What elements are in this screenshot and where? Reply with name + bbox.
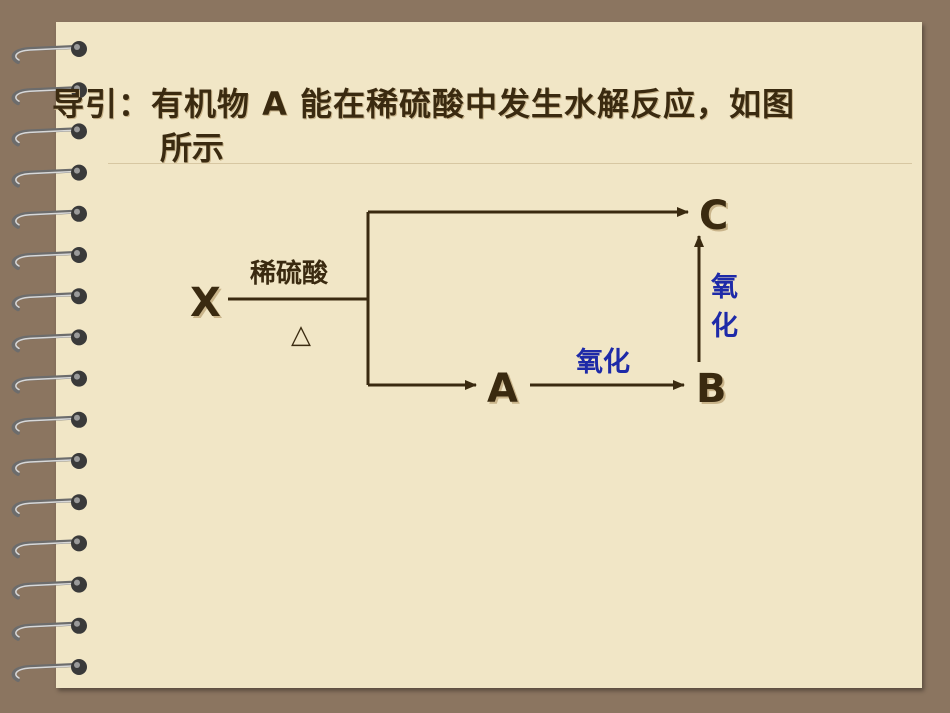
page-title: 导引：有机物 A 能在稀硫酸中发生水解反应，如图 所示 — [52, 82, 882, 170]
node-c-shadow: C — [701, 195, 730, 241]
oxidation-label-bc-top: 氧 — [710, 272, 738, 303]
binding-ring — [11, 329, 87, 353]
binding-ring — [11, 494, 87, 518]
title-line-2: 所示 — [160, 129, 225, 167]
node-b: B — [696, 366, 727, 412]
node-c: C — [699, 193, 728, 239]
binding-ring — [11, 123, 87, 147]
binding-ring — [11, 535, 87, 559]
spiral-binding — [11, 41, 87, 682]
node-x: X — [190, 280, 221, 326]
binding-ring — [11, 370, 87, 394]
binding-ring — [11, 411, 87, 435]
binding-ring — [11, 247, 87, 270]
reagent-label: 稀硫酸 — [250, 258, 329, 289]
binding-ring — [11, 453, 87, 476]
binding-ring — [11, 659, 87, 682]
node-x-shadow: X — [192, 282, 223, 328]
title-line-1: 导引：有机物 A 能在稀硫酸中发生水解反应，如图 — [52, 85, 796, 123]
node-a-shadow: A — [489, 368, 520, 414]
node-b-shadow: B — [698, 368, 729, 414]
slide-page — [56, 22, 922, 688]
binding-ring — [11, 576, 87, 600]
heat-symbol: △ — [291, 320, 311, 350]
binding-ring — [11, 82, 87, 106]
oxidation-label-ab: 氧化 — [575, 347, 630, 378]
binding-ring — [11, 205, 87, 229]
binding-ring — [11, 288, 87, 312]
title-divider — [108, 163, 912, 164]
binding-ring — [11, 164, 87, 188]
oxidation-label-bc-bottom: 化 — [711, 311, 738, 342]
binding-ring — [11, 617, 87, 641]
binding-ring — [11, 41, 87, 64]
node-a: A — [487, 366, 518, 412]
